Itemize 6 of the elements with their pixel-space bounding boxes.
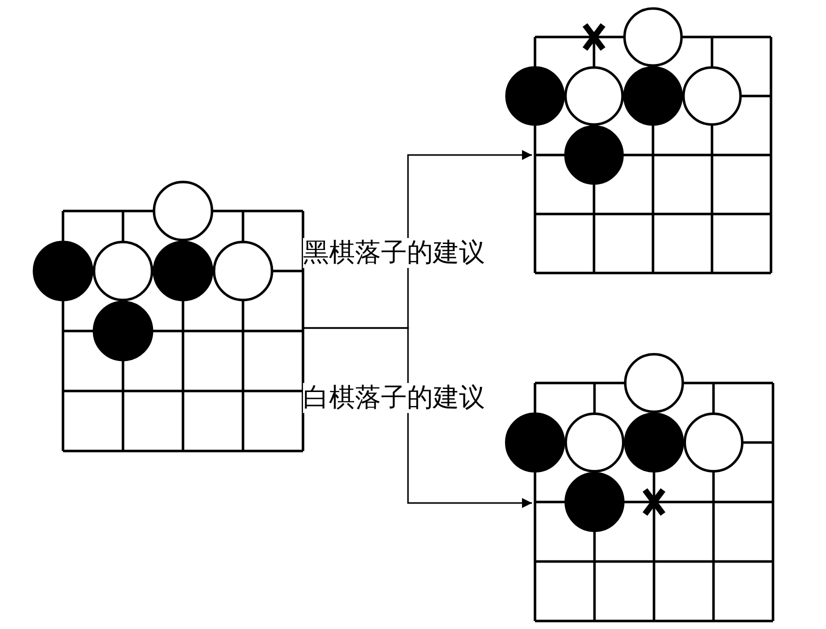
go-board-drawing — [33, 181, 303, 451]
go-board-drawing — [505, 7, 775, 273]
go-board-drawing — [505, 353, 775, 623]
edge-label: 黑棋落子的建议 — [303, 238, 485, 268]
edge-label: 白棋落子的建议 — [303, 383, 485, 413]
arrow — [303, 327, 532, 508]
